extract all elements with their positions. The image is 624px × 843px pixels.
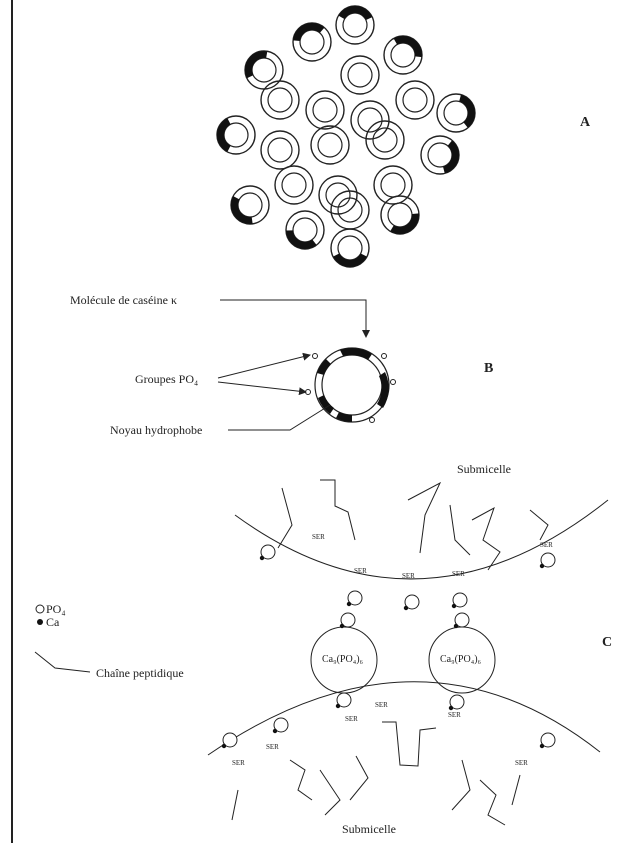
- casein-kappa-segment: [217, 118, 231, 152]
- peptide-chain: [472, 508, 500, 570]
- calcium-ion: [340, 624, 344, 628]
- calcium-ion: [540, 744, 544, 748]
- casein-kappa-segment: [377, 372, 389, 408]
- submicelle: [341, 56, 379, 94]
- casein-kappa-segment: [394, 36, 422, 57]
- peptide-chain: [530, 510, 548, 540]
- peptide-chain: [452, 760, 470, 810]
- calcium-ion: [452, 604, 456, 608]
- ser-label: SER: [312, 530, 325, 544]
- submicelle-core: [293, 218, 317, 242]
- label-pointers-b: [218, 300, 366, 430]
- panel-c-letter: C: [602, 636, 612, 650]
- submicelle: [275, 166, 313, 204]
- calcium-legend-symbol: [37, 619, 43, 625]
- peptide-chain: [350, 756, 368, 800]
- submicelle-core: [343, 13, 367, 37]
- submicelle-core: [391, 43, 415, 67]
- submicelle: [366, 121, 404, 159]
- peptide-chain: [232, 790, 238, 820]
- submicelle-interaction: [208, 480, 608, 825]
- phosphate-legend-symbol: [36, 605, 44, 613]
- submicelle-core: [268, 88, 292, 112]
- hydrophobic-core-label: Noyau hydrophobe: [110, 423, 202, 437]
- peptide-chain-legend-symbol: [35, 652, 90, 672]
- submicelle-core: [381, 173, 405, 197]
- submicelle-core: [338, 236, 362, 260]
- submicelle-core: [403, 88, 427, 112]
- casein-kappa-segment: [293, 23, 324, 41]
- phosphate-groups-label: Groupes PO₄: [135, 372, 198, 386]
- submicelle-core: [318, 133, 342, 157]
- submicelle: [396, 81, 434, 119]
- ser-label: SER: [452, 567, 465, 581]
- submicelle-core: [444, 101, 468, 125]
- calcium-ion: [540, 564, 544, 568]
- peptide-chain: [278, 488, 292, 548]
- submicelle: [374, 166, 412, 204]
- peptide-chain: [320, 770, 340, 815]
- calcium-ion: [260, 556, 264, 560]
- peptide-chain: [512, 775, 520, 805]
- panel-b-letter: B: [484, 362, 493, 376]
- submicelle-core: [348, 63, 372, 87]
- calcium-ion: [347, 602, 351, 606]
- ser-label: SER: [515, 756, 528, 770]
- submicelle-core: [252, 58, 276, 82]
- ser-label: SER: [354, 564, 367, 578]
- casein-kappa-segment: [340, 348, 372, 360]
- submicelle-core: [428, 143, 452, 167]
- casein-kappa-segment: [333, 253, 367, 267]
- ser-label: SER: [375, 698, 388, 712]
- ser-label: SER: [540, 538, 553, 552]
- legend-po4-label: PO₄: [46, 602, 66, 616]
- ser-label: SER: [266, 740, 279, 754]
- ser-label: SER: [232, 756, 245, 770]
- submicelle: [351, 101, 389, 139]
- legend-ca-label: Ca: [46, 615, 59, 629]
- peptide-chain: [290, 760, 312, 800]
- peptide-chain: [480, 780, 505, 825]
- submicelle-core: [238, 193, 262, 217]
- peptide-chain: [382, 722, 436, 766]
- submicelle-core: [268, 138, 292, 162]
- casein-kappa-segment: [390, 213, 419, 234]
- calcium-ion: [404, 606, 408, 610]
- submicelle: [311, 126, 349, 164]
- casein-kappa-segment: [231, 196, 253, 224]
- submicelle: [261, 131, 299, 169]
- calcium-ion: [336, 704, 340, 708]
- calcium-phosphate-label: Ca₉(PO₄)₆: [440, 653, 481, 667]
- peptide-chain: [450, 505, 470, 555]
- ser-label: SER: [345, 712, 358, 726]
- top-submicelle-label: Submicelle: [457, 462, 511, 476]
- submicelle-core: [300, 30, 324, 54]
- calcium-ion: [222, 744, 226, 748]
- submicelle: [306, 91, 344, 129]
- submicelle: [261, 81, 299, 119]
- peptide-chain: [408, 483, 440, 553]
- panel-a-letter: A: [580, 116, 590, 130]
- submicelle-core: [282, 173, 306, 197]
- micelle-cluster: [217, 6, 475, 267]
- casein-kappa-segment: [245, 51, 267, 78]
- submicelle-core: [388, 203, 412, 227]
- submicelle-core: [224, 123, 248, 147]
- ser-label: SER: [448, 708, 461, 722]
- ser-label: SER: [402, 569, 415, 583]
- legend-chain-label: Chaîne peptidique: [96, 666, 184, 680]
- calcium-ion: [454, 624, 458, 628]
- submicelle-core: [313, 98, 337, 122]
- calcium-ion: [273, 729, 277, 733]
- calcium-phosphate-label: Ca₉(PO₄)₆: [322, 653, 363, 667]
- bottom-submicelle-label: Submicelle: [342, 822, 396, 836]
- casein-kappa-label: Molécule de caséine κ: [70, 293, 177, 307]
- peptide-chain: [320, 480, 355, 540]
